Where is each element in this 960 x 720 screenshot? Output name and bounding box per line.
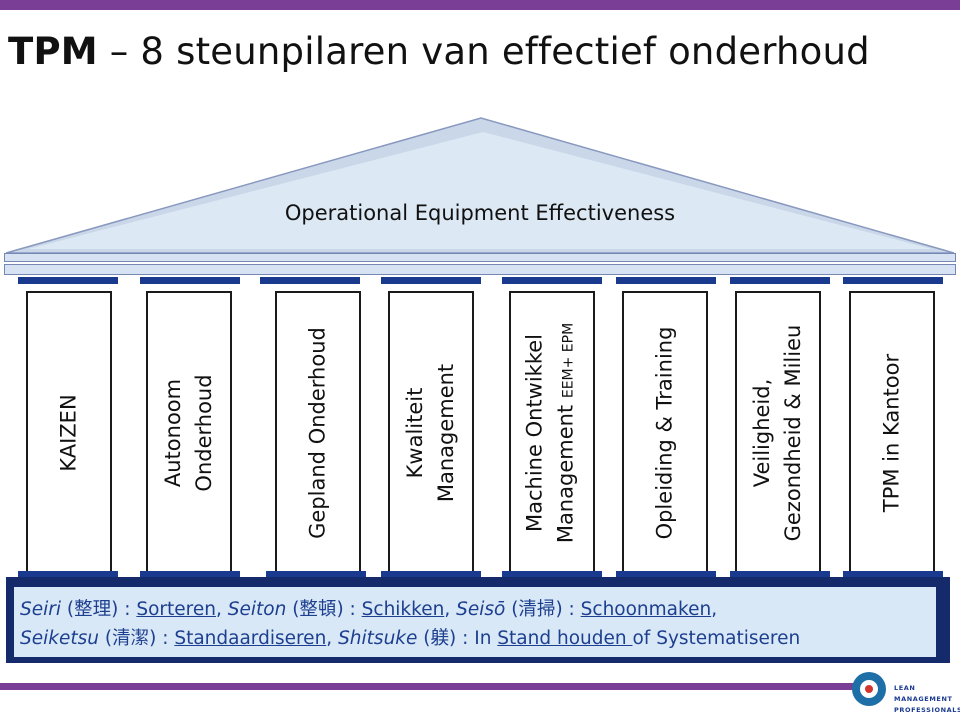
pillar-cap: [140, 277, 240, 284]
pillar-base: [616, 571, 716, 579]
logo-line: LEAN: [894, 684, 916, 692]
pillar-label: Kwaliteit: [403, 387, 427, 478]
pillar-cap: [18, 277, 118, 284]
pillar-cap: [502, 277, 602, 284]
architrave-top: [4, 253, 956, 262]
pillar-tpm-in-kantoor: TPM in Kantoor: [849, 291, 935, 574]
term-stand-houden: Stand houden: [497, 628, 633, 649]
pillar-base: [730, 571, 830, 579]
logo-line: PROFESSIONALS: [894, 706, 960, 714]
pillar-label: Machine Ontwikkel: [522, 333, 547, 532]
architrave-bottom: [4, 264, 956, 275]
term-seiri: Seiri: [20, 599, 62, 620]
term-seiton: Seiton: [227, 599, 287, 620]
pillar-base: [140, 571, 240, 579]
term-seiso: Seisō: [456, 599, 506, 620]
lean-management-logo-icon: [852, 672, 886, 706]
term-in: In: [474, 628, 498, 649]
kanji-seiketsu: 清潔: [112, 628, 150, 649]
pillar-sublabel: EEM+ EPM: [560, 322, 577, 398]
pillar-label: KAIZEN: [56, 393, 81, 472]
pillar-label: TPM in Kantoor: [879, 353, 904, 512]
pillar-base: [18, 571, 118, 579]
pillar-cap: [260, 277, 360, 284]
title-rest: 8 steunpilaren van effectief onderhoud: [140, 30, 870, 73]
pillar-base: [381, 571, 481, 579]
roof-pediment: [5, 117, 955, 254]
pillar-label: Gezondheid & Milieu: [781, 324, 805, 541]
pillar-label: Management: [434, 363, 458, 502]
pillar-autonoom-onderhoud: Autonoom Onderhoud: [146, 291, 232, 574]
top-accent-bar: [0, 0, 960, 10]
pillar-cap: [730, 277, 830, 284]
pillar-kwaliteit-management: Kwaliteit Management: [388, 291, 474, 574]
term-standaardiseren: Standaardiseren: [174, 628, 327, 649]
page-title: TPM – 8 steunpilaren van effectief onder…: [8, 30, 958, 73]
pillar-label: Opleiding & Training: [652, 326, 677, 539]
pillar-kaizen: KAIZEN: [26, 291, 112, 574]
term-shitsuke: Shitsuke: [338, 628, 418, 649]
foundation-line-2: Seiketsu (清潔) : Standaardiseren, Shitsuk…: [20, 628, 801, 649]
term-seiketsu: Seiketsu: [20, 628, 99, 649]
term-sorteren: Sorteren: [136, 599, 216, 620]
pillar-base: [843, 571, 943, 579]
roof-label: Operational Equipment Effectiveness: [284, 201, 676, 225]
kanji-seiri: 整理: [74, 599, 112, 620]
pillar-base: [266, 571, 366, 579]
bottom-accent-bar: [0, 683, 860, 690]
pillar-label: Management: [553, 404, 578, 543]
kanji-seiso: 清掃: [518, 599, 556, 620]
term-schoonmaken: Schoonmaken: [580, 599, 712, 620]
foundation-5s-text: Seiri (整理) : Sorteren, Seiton (整頓) : Sch…: [14, 587, 936, 657]
pillar-label: Gepland Onderhoud: [305, 326, 330, 539]
pillar-label: Veiligheid,: [750, 378, 774, 487]
pillar-opleiding-training: Opleiding & Training: [622, 291, 708, 574]
term-schikken: Schikken: [361, 599, 445, 620]
pillar-cap: [381, 277, 481, 284]
pillar-label: Onderhoud: [192, 373, 216, 492]
kanji-shitsuke: 躾: [430, 628, 450, 649]
term-of-systematiseren: of Systematiseren: [632, 628, 801, 649]
title-dash: –: [97, 30, 141, 73]
logo-text: LEAN MANAGEMENT PROFESSIONALS: [894, 683, 960, 716]
logo-line: MANAGEMENT: [894, 695, 953, 703]
pillar-cap: [616, 277, 716, 284]
pillar-base: [502, 571, 602, 579]
pillar-gepland-onderhoud: Gepland Onderhoud: [275, 291, 361, 574]
pillar-label: Autonoom: [161, 378, 185, 487]
pillar-veiligheid-gezondheid-milieu: Veiligheid, Gezondheid & Milieu: [735, 291, 821, 574]
roof-inner: [28, 132, 932, 249]
title-tpm: TPM: [8, 30, 98, 73]
foundation-line-1: Seiri (整理) : Sorteren, Seiton (整頓) : Sch…: [20, 599, 718, 620]
kanji-seiton: 整頓: [299, 599, 337, 620]
pillar-cap: [843, 277, 943, 284]
